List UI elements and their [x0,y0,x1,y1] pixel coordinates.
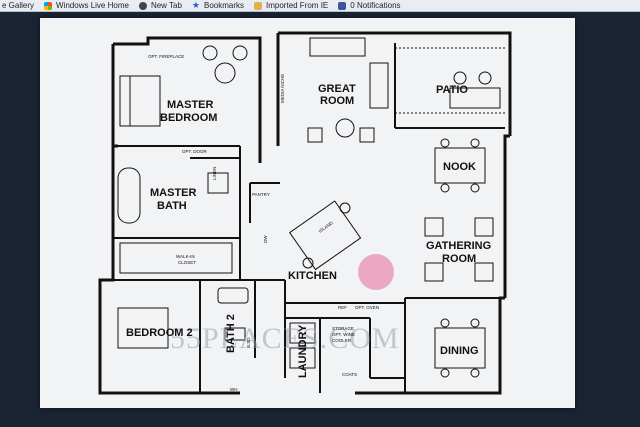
label-coats: COATS [342,372,357,377]
bookmark-new-tab[interactable]: New Tab [138,1,182,10]
bookmark-label: Bookmarks [204,1,245,10]
room-label-patio: PATIO [436,84,468,96]
pink-highlight-marker [358,254,394,290]
label-wh: WH [230,387,238,392]
floorplan-image: 55PLACES.COM MASTER BEDROOM GREAT ROOM P… [40,18,575,408]
label-storage-line3: COOLER [332,338,352,343]
bookmarks-bar: e Gallery Windows Live Home New Tab ★ Bo… [0,0,640,12]
watermark: 55PLACES.COM [170,322,400,355]
furniture [117,37,505,378]
room-label-master-bedroom-line1: MASTER [167,99,214,111]
label-walk-in-closet-line1: WALK-IN [176,254,195,259]
bookmark-windows-live-home[interactable]: Windows Live Home [44,1,129,10]
label-linen: LINEN [212,167,217,180]
label-opt-fireplace: OPT. FIREPLACE [148,54,184,59]
label-island: ISLAND [318,220,335,234]
bookmark-label: 0 Notifications [350,1,401,10]
label-storage-line1: STORAGE [332,326,354,331]
label-ref: REF [338,305,347,310]
exterior-walls [98,31,512,395]
browser-viewport: 55PLACES.COM MASTER BEDROOM GREAT ROOM P… [0,12,640,427]
label-opt-door: OPT. DOOR [182,149,208,154]
room-label-laundry: LAUNDRY [297,324,309,378]
bookmark-label: Imported From IE [266,1,329,10]
bookmark-gallery[interactable]: e Gallery [2,1,34,10]
bookmark-bookmarks[interactable]: ★ Bookmarks [192,0,244,11]
room-label-master-bath-line2: BATH [157,200,187,212]
room-label-bedroom-2: BEDROOM 2 [126,327,193,339]
room-label-gathering-room-line1: GATHERING [426,240,491,252]
label-pantry: PANTRY [252,192,270,197]
windows-logo-icon [44,1,53,10]
bookmark-label: Windows Live Home [56,1,129,10]
folder-icon [254,1,263,10]
globe-icon [138,1,147,10]
bookmark-notifications[interactable]: 0 Notifications [338,1,401,10]
room-label-nook: NOOK [443,161,476,173]
bookmark-label: New Tab [150,1,182,10]
label-media-niche: MEDIA NICHE [280,74,285,103]
room-label-gathering-room-line2: ROOM [442,253,476,265]
label-walk-in-closet-line2: CLOSET [178,260,196,265]
label-opt-oven: OPT. OVEN [355,305,379,310]
label-dw: DW [263,235,268,243]
facebook-icon [338,1,347,10]
interior-walls [113,43,505,393]
bookmark-imported-from-ie[interactable]: Imported From IE [254,1,328,10]
label-storage-line2: OPT. WINE [332,332,355,337]
room-label-great-room-line1: GREAT [318,83,356,95]
room-label-master-bath-line1: MASTER [150,187,197,199]
room-label-kitchen: KITCHEN [288,270,337,282]
room-label-great-room-line2: ROOM [320,95,354,107]
bookmark-label: e Gallery [2,1,35,10]
label-bsd: B.SD [246,337,251,348]
room-label-dining: DINING [440,345,479,357]
room-label-bath-2: BATH 2 [225,314,237,353]
star-icon: ★ [191,0,200,10]
floorplan-drawing: 55PLACES.COM MASTER BEDROOM GREAT ROOM P… [98,31,512,395]
room-label-master-bedroom-line2: BEDROOM [160,112,217,124]
